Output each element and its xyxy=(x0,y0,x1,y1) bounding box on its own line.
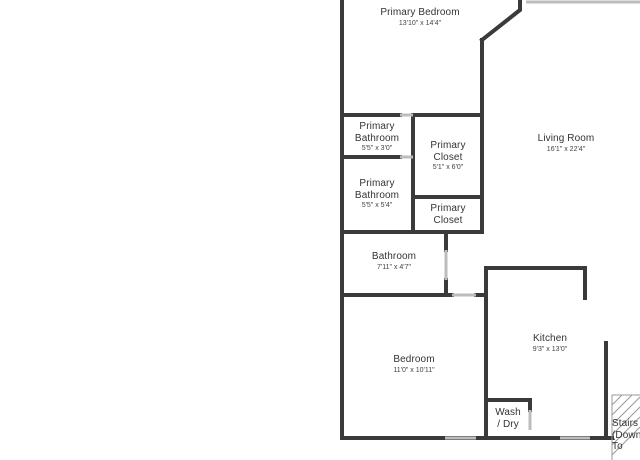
room-name: Bedroom xyxy=(393,354,435,365)
room-name-line: Primary xyxy=(430,140,466,151)
room-primary-closet-lower: Primary Closet xyxy=(416,203,480,226)
room-bedroom: Bedroom 11'0" x 10'11" xyxy=(364,354,464,375)
room-dims: 11'0" x 10'11" xyxy=(393,366,435,374)
stairs-hatch xyxy=(611,394,640,460)
room-name: Bathroom xyxy=(371,251,417,262)
room-primary-closet-upper: Primary Closet 5'1" x 6'0" xyxy=(416,140,480,172)
room-dims: 16'1" x 22'4" xyxy=(546,145,586,153)
room-name-line: Bathroom xyxy=(354,132,400,144)
room-name: Living Room xyxy=(537,133,595,144)
room-name-line: To xyxy=(612,441,623,452)
room-name-line: Stairs xyxy=(612,418,639,429)
room-primary-bedroom: Primary Bedroom 13'10" x 14'4" xyxy=(350,7,490,28)
room-kitchen: Kitchen 9'3" x 13'0" xyxy=(500,333,600,354)
room-wash-dry: Wash / Dry xyxy=(488,407,528,430)
room-living-room: Living Room 16'1" x 22'4" xyxy=(516,133,616,154)
wall-kitchen-top xyxy=(484,266,587,300)
room-name-line: / Dry xyxy=(497,418,519,430)
room-name-line: (Down xyxy=(612,429,640,441)
room-bathroom: Bathroom 7'11" x 4'7" xyxy=(346,251,442,272)
room-dims: 5'1" x 6'0" xyxy=(432,164,464,171)
room-name-line: Primary xyxy=(359,178,395,189)
room-primary-bathroom-large: Primary Bathroom 5'5" x 5'4" xyxy=(344,178,410,210)
room-dims: 5'5" x 3'0" xyxy=(361,145,393,152)
room-stairs: Stairs (Down To xyxy=(612,418,640,453)
room-dims: 7'11" x 4'7" xyxy=(377,263,411,271)
wall-primary-bedroom-angled xyxy=(479,0,522,43)
room-name-line: Wash xyxy=(495,407,521,418)
room-dims: 5'5" x 5'4" xyxy=(361,202,393,209)
room-name: Kitchen xyxy=(532,333,568,344)
room-name-line: Primary xyxy=(430,203,466,214)
room-name-line: Bathroom xyxy=(354,189,400,201)
wall-wash-top xyxy=(484,398,532,412)
room-name-line: Closet xyxy=(433,214,463,226)
room-dims: 9'3" x 13'0" xyxy=(532,345,568,353)
room-primary-bathroom-small: Primary Bathroom 5'5" x 3'0" xyxy=(344,121,410,153)
room-name: Primary Bedroom xyxy=(380,7,460,18)
room-name-line: Primary xyxy=(359,121,395,132)
room-name-line: Closet xyxy=(433,151,463,163)
room-dims: 13'10" x 14'4" xyxy=(398,19,442,27)
